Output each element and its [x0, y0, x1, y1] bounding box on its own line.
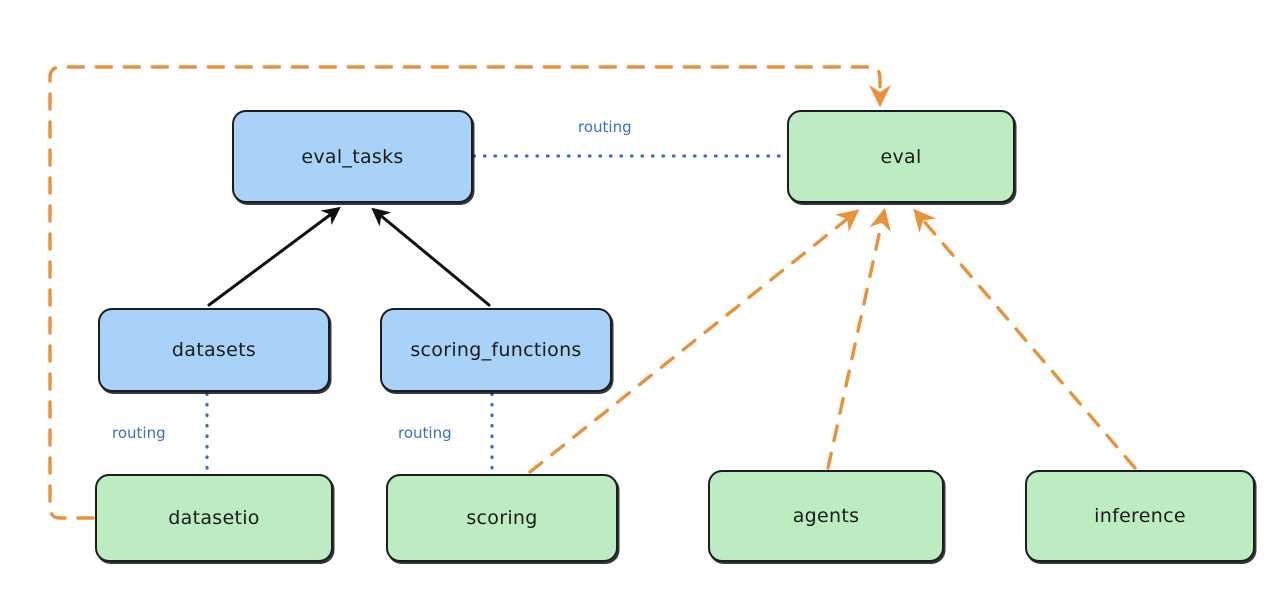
- edge-inference-eval: [913, 208, 1137, 470]
- node-datasets[interactable]: datasets: [98, 308, 330, 392]
- node-label-inference: inference: [1094, 505, 1186, 527]
- node-label-datasets: datasets: [171, 339, 257, 361]
- node-eval[interactable]: eval: [787, 110, 1015, 203]
- node-eval_tasks[interactable]: eval_tasks: [232, 110, 473, 203]
- node-agents[interactable]: agents: [708, 470, 944, 562]
- edge-label-routing-eval: routing: [578, 118, 632, 136]
- node-label-eval: eval: [880, 145, 922, 168]
- node-scoring[interactable]: scoring: [386, 474, 618, 562]
- node-label-scoring_functions: scoring_functions: [410, 339, 582, 361]
- node-datasetio[interactable]: datasetio: [95, 474, 333, 562]
- edge-datasets-eval_tasks: [207, 206, 341, 307]
- edge-label-routing-scoring: routing: [398, 424, 452, 442]
- node-inference[interactable]: inference: [1025, 470, 1255, 562]
- node-label-agents: agents: [792, 505, 860, 527]
- node-label-datasetio: datasetio: [168, 507, 260, 529]
- node-label-eval_tasks: eval_tasks: [301, 145, 404, 168]
- edge-agents-eval: [826, 207, 891, 470]
- node-scoring_functions[interactable]: scoring_functions: [380, 308, 612, 392]
- edge-scoring_functions-eval_tasks: [371, 207, 491, 307]
- edge-label-routing-datasetio: routing: [112, 424, 166, 442]
- node-label-scoring: scoring: [466, 507, 538, 529]
